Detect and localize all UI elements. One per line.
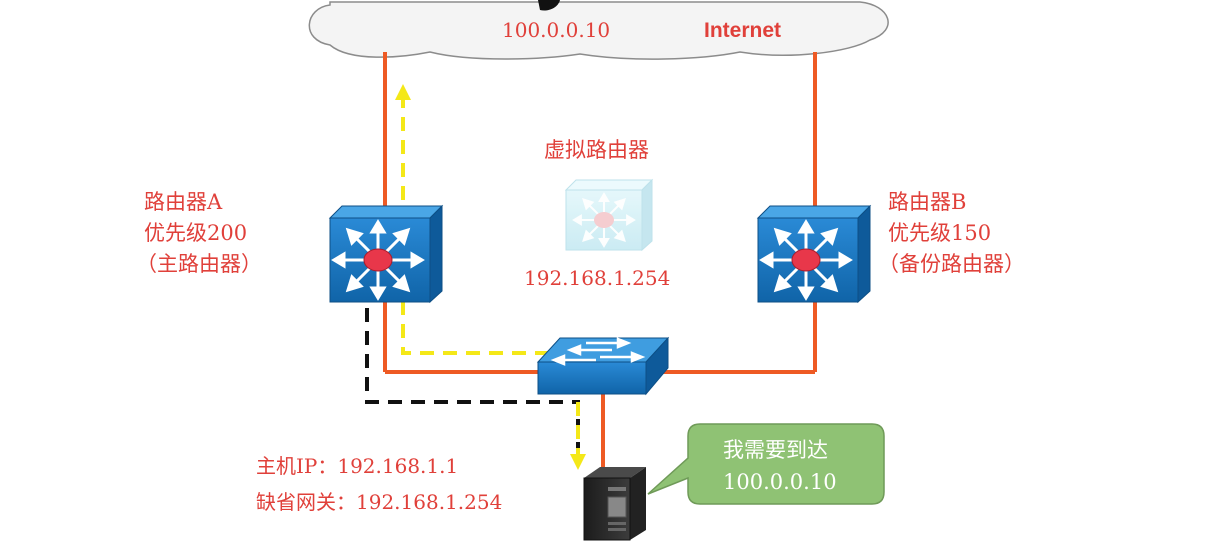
host-gateway-label: 缺省网关：192.168.1.254 (256, 490, 503, 514)
internet-cloud (308, 1, 889, 60)
lan-switch[interactable] (536, 336, 670, 396)
host-computer-icon[interactable] (583, 467, 646, 541)
virtual-router-icon (564, 178, 654, 252)
router-b-name: 路由器B (888, 190, 967, 214)
speech-bubble (647, 423, 885, 505)
router-b[interactable] (756, 204, 872, 304)
router-b-priority: 优先级150 (888, 221, 992, 245)
router-b-core-icon (791, 248, 821, 272)
router-a-name: 路由器A (144, 190, 223, 214)
bubble-line-2: 100.0.0.10 (723, 470, 837, 494)
cloud-device-icon (538, 0, 560, 11)
router-a-core-icon (363, 248, 393, 272)
virtual-router-ip: 192.168.1.254 (524, 266, 671, 290)
switch-arrows-icon (550, 337, 646, 366)
virtual-router-title: 虚拟路由器 (544, 138, 649, 162)
network-links (383, 52, 817, 472)
bubble-line-1: 我需要到达 (723, 438, 828, 462)
internet-label: Internet (704, 19, 782, 42)
router-a-role: （主路由器） (136, 252, 262, 276)
router-a-priority: 优先级200 (144, 221, 248, 245)
host-ip-label: 主机IP：192.168.1.1 (256, 454, 459, 478)
cloud-ip-label: 100.0.0.10 (502, 18, 611, 42)
router-a[interactable] (328, 204, 444, 304)
router-b-role: （备份路由器） (878, 252, 1025, 276)
